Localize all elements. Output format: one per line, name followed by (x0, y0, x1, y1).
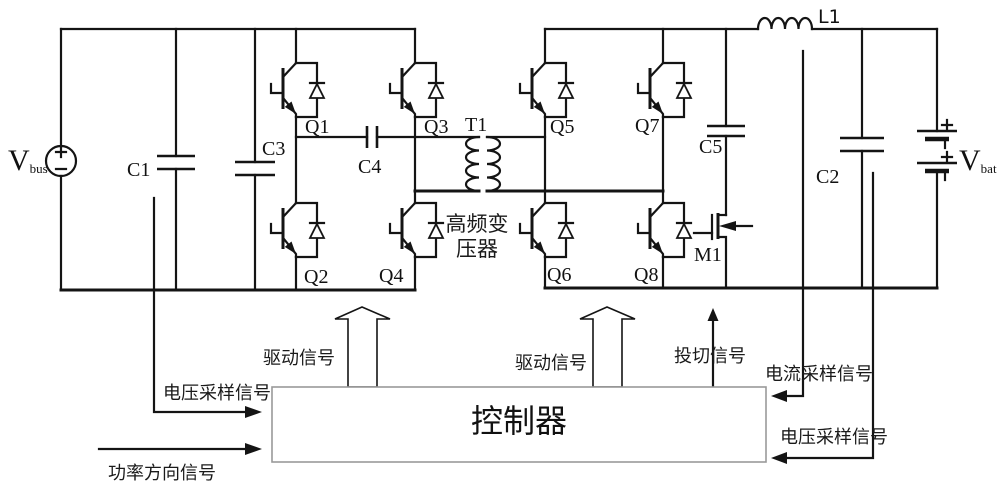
igbt-q2-symbol (269, 201, 326, 259)
controller-label: 控制器 (471, 402, 567, 440)
q4-label: Q4 (379, 265, 403, 287)
drive-signal-arrow-right (579, 306, 636, 388)
igbt-q7-symbol (636, 61, 693, 119)
c4-label: C4 (358, 156, 381, 178)
voltage-sample-arrow-right (771, 171, 875, 464)
capacitor-c4-symbol (294, 126, 481, 148)
switching-signal-arrow (707, 308, 719, 389)
t1-label: T1 (465, 114, 487, 136)
vbat-label: Vbat (959, 144, 997, 177)
c1-label: C1 (127, 159, 150, 181)
capacitor-c3-symbol (235, 27, 275, 292)
switching-signal-label: 投切信号 (674, 346, 746, 367)
capacitor-c5-symbol (707, 27, 745, 217)
igbt-q4-symbol (388, 201, 445, 259)
vbus-label: Vbus (8, 144, 48, 177)
igbt-q1-symbol (269, 61, 326, 119)
drive-signal-right-label: 驱动信号 (515, 353, 587, 374)
q3-label: Q3 (424, 116, 448, 138)
current-sample-label: 电流采样信号 (765, 364, 873, 385)
q7-label: Q7 (635, 115, 659, 137)
c2-label: C2 (816, 166, 839, 188)
igbt-q5-symbol (518, 61, 575, 119)
q6-label: Q6 (547, 264, 571, 286)
q8-label: Q8 (634, 264, 658, 286)
transformer-caption-line2: 压器 (456, 237, 498, 261)
q1-label: Q1 (305, 116, 329, 138)
transformer-t1-symbol (464, 135, 502, 193)
drive-signal-left-label: 驱动信号 (263, 348, 335, 369)
controller-box (271, 386, 767, 463)
voltage-sample-right-label: 电压采样信号 (780, 427, 888, 448)
dc-source-vbus-symbol (44, 27, 78, 292)
c5-label: C5 (699, 136, 722, 158)
q5-label: Q5 (550, 116, 574, 138)
igbt-q8-symbol (636, 201, 693, 259)
power-direction-label: 功率方向信号 (108, 463, 216, 483)
capacitor-c1-symbol (157, 27, 195, 292)
power-direction-arrow (97, 443, 262, 455)
c3-label: C3 (262, 138, 285, 160)
capacitor-c2-symbol (840, 27, 884, 290)
battery-vbat-symbol (917, 27, 957, 290)
drive-signal-arrow-left (334, 306, 391, 388)
m1-label: M1 (694, 244, 722, 266)
q2-label: Q2 (304, 266, 328, 288)
inductor-l1-symbol (756, 16, 814, 31)
mosfet-m1-symbol (692, 213, 754, 290)
transformer-caption-line1: 高频变 (446, 212, 509, 236)
voltage-sample-left-label: 电压采样信号 (163, 383, 271, 404)
l1-label: L1 (818, 6, 841, 28)
igbt-q6-symbol (518, 201, 575, 259)
voltage-sample-arrow-left (152, 196, 262, 418)
igbt-q3-symbol (388, 61, 445, 119)
current-sample-arrow (771, 49, 805, 402)
